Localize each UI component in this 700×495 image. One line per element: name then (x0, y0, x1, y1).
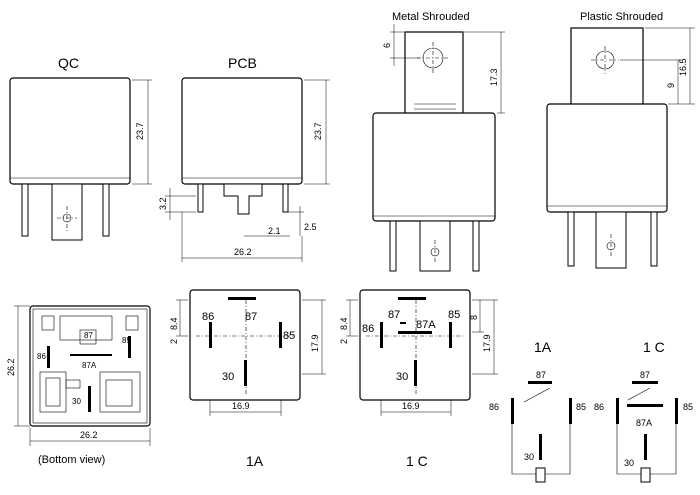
fp1c-caption: 1 C (406, 453, 428, 469)
plastic-shrouded-view: Plastic Shrouded 16.5 9 (546, 11, 695, 269)
footprint-1c: 86 87 87A 85 30 8.4 2 8 17.9 16.9 1 C (339, 289, 498, 469)
fp1c-pin-87: 87 (388, 309, 400, 321)
fp1c-dim-16-9: 16.9 (402, 401, 420, 411)
sch1c-pin-87a: 87A (636, 418, 652, 428)
bottom-pin-87a: 87A (82, 361, 97, 370)
sch1a-pin-86: 86 (489, 402, 499, 412)
qc-pin-right (102, 183, 110, 237)
fp1a-pin-30: 30 (222, 371, 234, 383)
fp1a-dim-8-4: 8.4 (169, 317, 179, 330)
fp1c-dim-8: 8 (469, 315, 479, 320)
sch1c-pin-30: 30 (624, 458, 634, 468)
pcb-pin-dim-2-5: 2.5 (304, 222, 317, 232)
metal-shrouded-view: Metal Shrouded 6 17.3 (372, 11, 505, 272)
bottom-width-dim: 26.2 (80, 430, 98, 440)
footprint-1c-body (359, 289, 471, 401)
metal-relay-body (372, 112, 496, 222)
pcb-pin-dim-2-1: 2.1 (268, 226, 281, 236)
fp1a-pin-87: 87 (245, 311, 257, 323)
metal-dim-6: 6 (382, 43, 392, 48)
fp1c-pin-86: 86 (362, 323, 374, 335)
pcb-pin-dim-3-2: 3.2 (158, 197, 168, 210)
fp1c-dim-17-9: 17.9 (482, 334, 492, 352)
metal-dim-17-3: 17.3 (489, 68, 499, 86)
fp1c-pin-87a: 87A (416, 319, 436, 331)
metal-shrouded-title: Metal Shrouded (392, 11, 470, 23)
metal-flange (404, 31, 464, 115)
sch1a-title: 1A (534, 339, 552, 355)
plastic-relay-body (546, 103, 668, 213)
plastic-shrouded-title: Plastic Shrouded (580, 11, 663, 23)
plastic-dim-16-5: 16.5 (678, 58, 688, 76)
plastic-dim-9: 9 (666, 83, 676, 88)
pcb-view: PCB 23.7 3.2 2.1 2.5 26.2 (158, 55, 330, 262)
fp1a-pin-86: 86 (202, 311, 214, 323)
pcb-title: PCB (228, 55, 257, 71)
pcb-center-pin (223, 183, 263, 215)
qc-height-dim: 23.7 (135, 122, 145, 140)
sch1c-coil (640, 467, 651, 483)
bottom-pin-87: 87 (84, 331, 93, 340)
fp1c-dim-2: 2 (339, 339, 349, 344)
bottom-pin-86: 86 (37, 352, 46, 361)
sch1c-pin-87: 87 (640, 370, 650, 380)
schematic-1a: 1A 87 86 85 30 (489, 339, 586, 483)
fp1c-dim-8-4: 8.4 (339, 317, 349, 330)
schematic-1c: 1 C 87 87A 86 85 30 (594, 339, 693, 483)
bottom-view: 87 86 85 87A 30 26.2 26.2 (Bottom view) (6, 305, 151, 466)
bottom-view-caption: (Bottom view) (38, 454, 105, 466)
pcb-height-dim: 23.7 (313, 122, 323, 140)
sch1c-title: 1 C (643, 339, 665, 355)
qc-relay-body (9, 77, 131, 185)
pcb-relay-body (181, 77, 303, 185)
sch1a-coil (535, 467, 546, 483)
pcb-width-dim: 26.2 (234, 247, 252, 257)
footprint-1a-body (189, 289, 301, 401)
fp1a-dim-16-9: 16.9 (232, 401, 250, 411)
fp1c-pin-85: 85 (448, 309, 460, 321)
sch1c-pin-85: 85 (683, 402, 693, 412)
fp1c-pin-30: 30 (396, 371, 408, 383)
qc-view: QC 23.7 (9, 55, 152, 241)
bottom-pin-30: 30 (72, 397, 81, 406)
sch1a-pin-85: 85 (576, 402, 586, 412)
sch1a-pin-30: 30 (524, 452, 534, 462)
sch1c-pin-86: 86 (594, 402, 604, 412)
bottom-height-dim: 26.2 (6, 358, 16, 376)
qc-title: QC (58, 55, 79, 71)
fp1a-dim-2: 2 (169, 339, 179, 344)
fp1a-caption: 1A (246, 453, 264, 469)
sch1a-pin-87: 87 (536, 370, 546, 380)
qc-pin-left (21, 183, 29, 237)
footprint-1a: 86 87 85 30 8.4 2 17.9 16.9 1A (169, 289, 326, 469)
plastic-flange (570, 27, 644, 107)
fp1a-dim-17-9: 17.9 (310, 334, 320, 352)
bottom-pin-85: 85 (122, 336, 131, 345)
